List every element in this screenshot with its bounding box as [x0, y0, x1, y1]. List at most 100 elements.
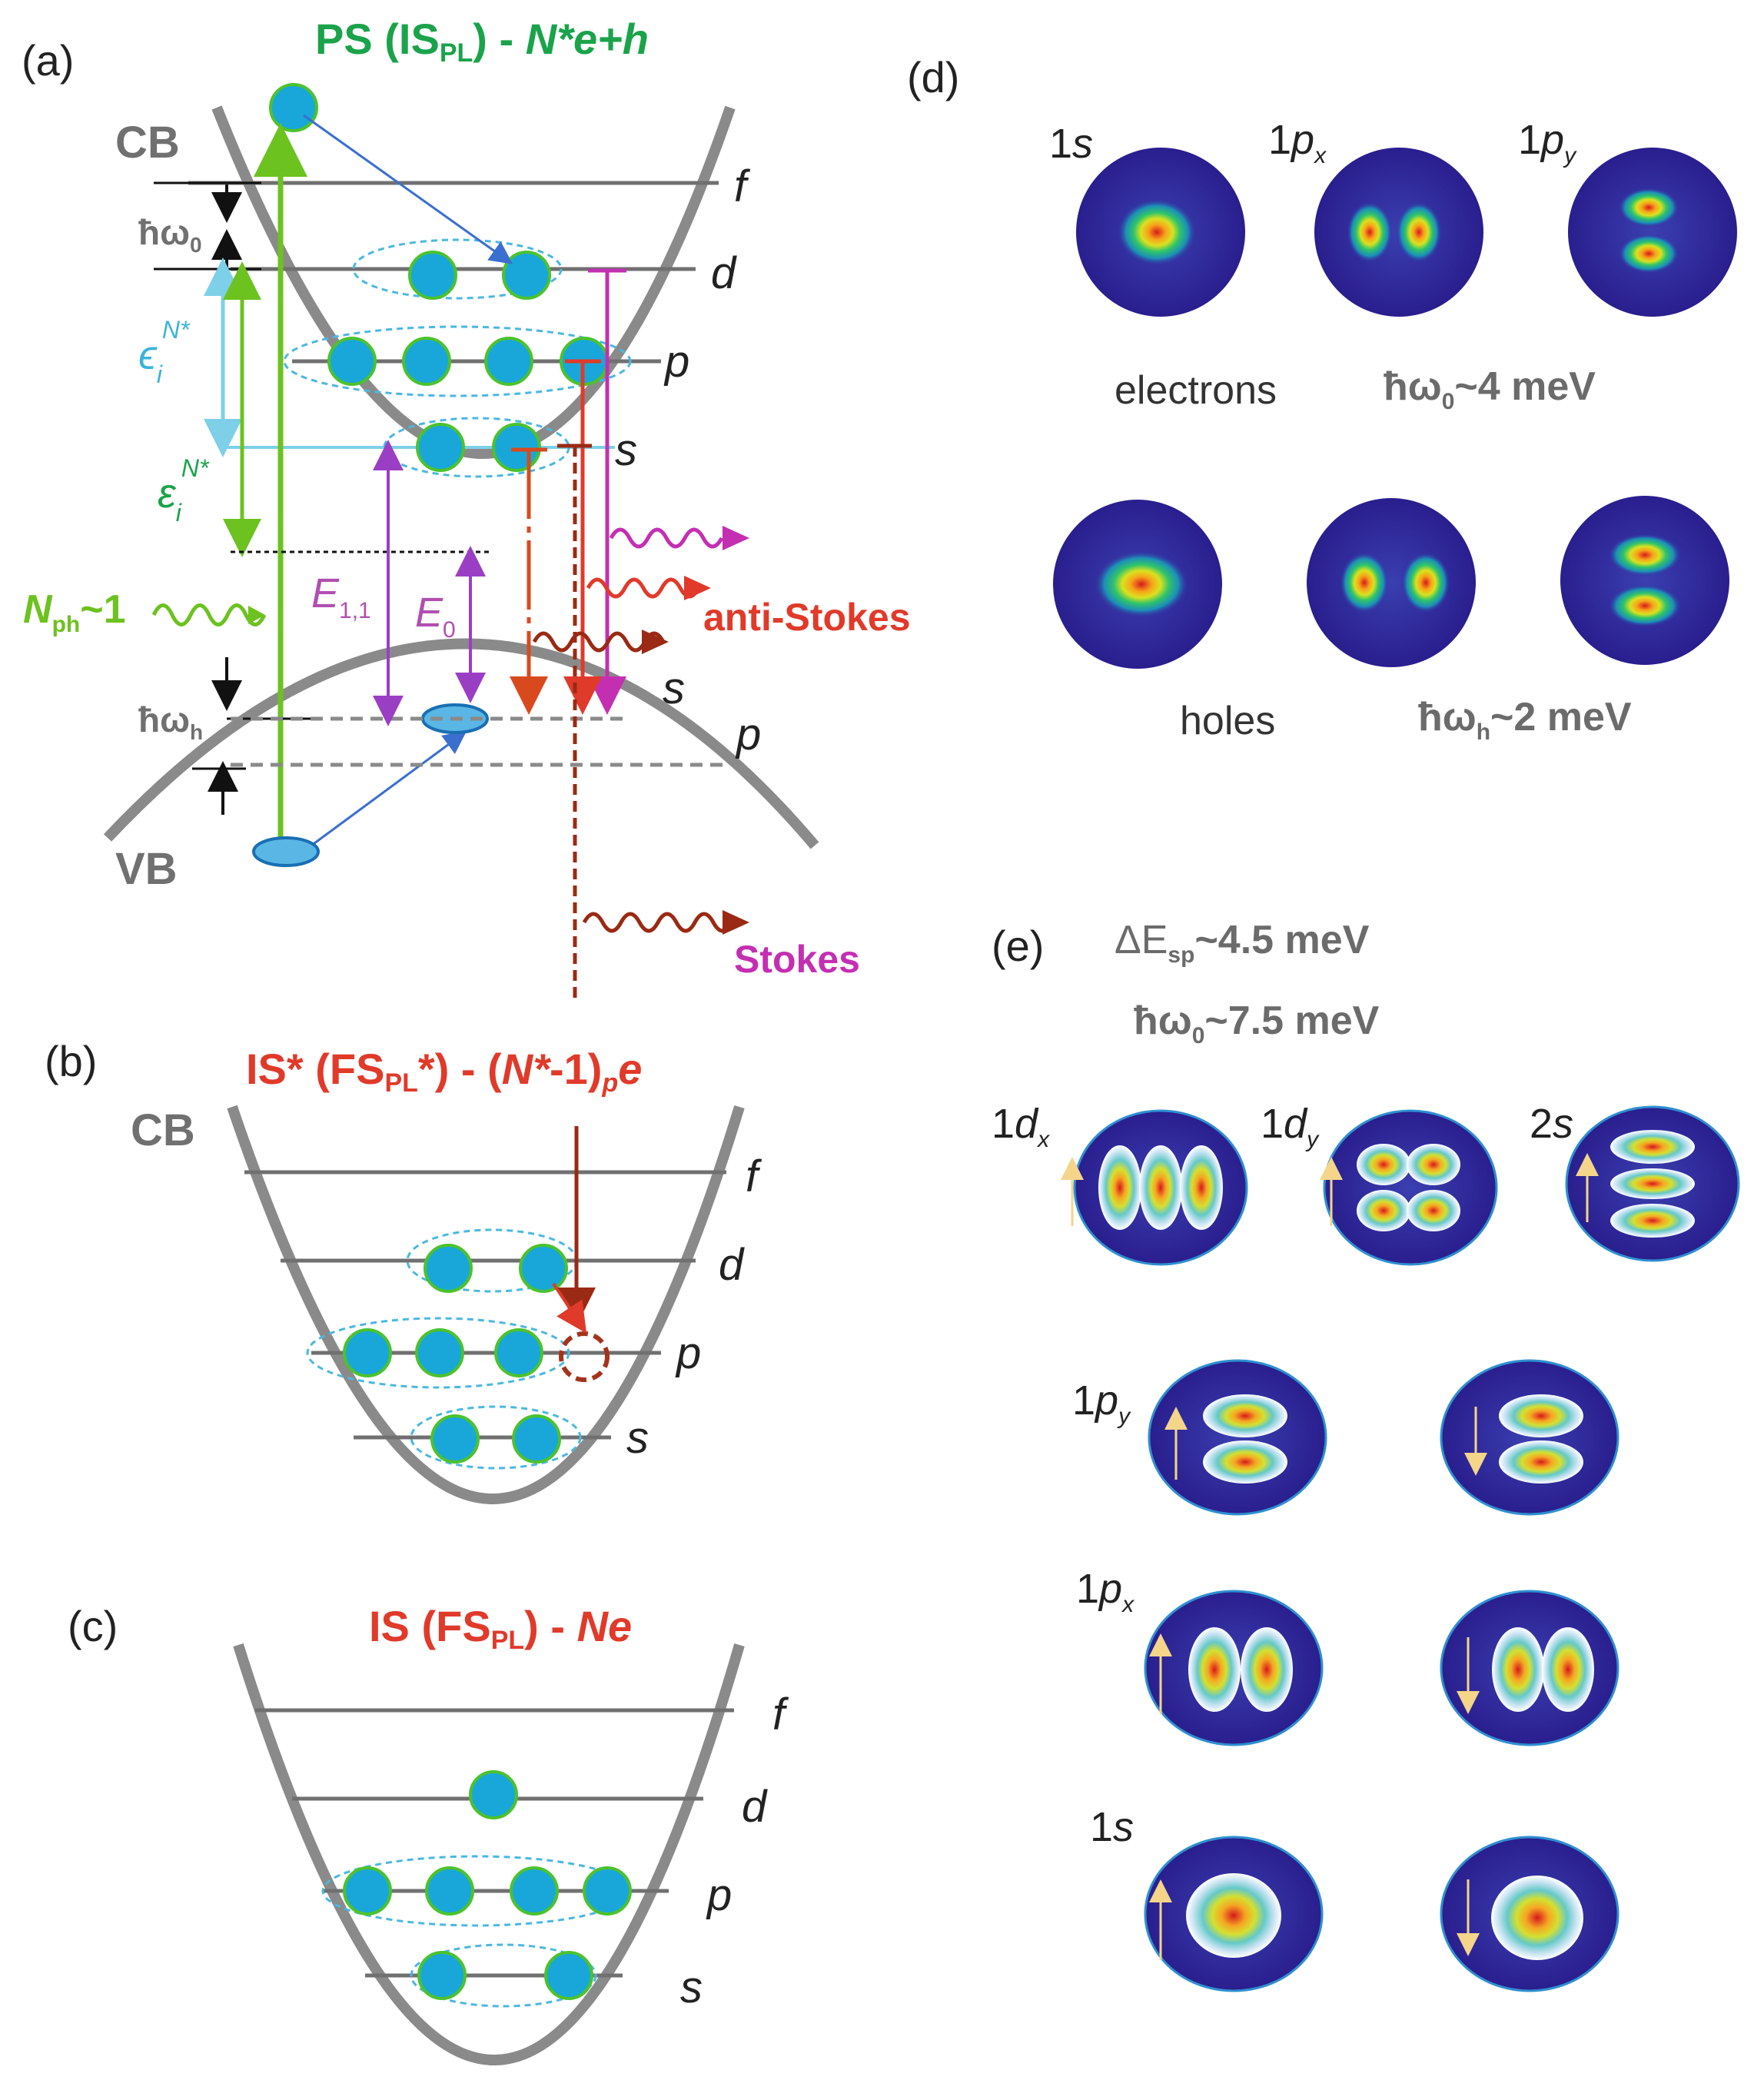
electron [484, 337, 533, 386]
orbital-label-1s: 1s [1049, 121, 1093, 167]
electron [417, 1951, 467, 2000]
panel-a-label: (a) [22, 36, 74, 85]
panel-d: (d) 1s 1px 1py electrons ħω0~4 meV [907, 53, 1737, 745]
relax-arrow-hole [311, 731, 467, 847]
vb-level-s-label: s [663, 663, 685, 713]
electron [510, 1866, 559, 1916]
cb-parabola [211, 105, 736, 459]
cb-label: CB [115, 118, 180, 168]
electrons-b [343, 1244, 568, 1464]
panel-d-label: (d) [907, 53, 959, 101]
orbital-1dy [1320, 1109, 1498, 1266]
hwh-label: ħωh [138, 699, 203, 744]
electrons-c [343, 1770, 632, 2000]
hw0-d-label: ħω0~4 meV [1384, 364, 1596, 414]
E11-label: E1,1 [311, 570, 371, 623]
panel-a-title: PS (ISPL) - N*e+h [315, 15, 649, 68]
electron [327, 337, 377, 386]
orbital-label-1s-e: 1s [1090, 1804, 1134, 1850]
electron [492, 423, 541, 472]
vacancy-hole [559, 1331, 610, 1382]
electron [343, 1866, 392, 1916]
E0-label: E0 [415, 590, 456, 643]
electron [416, 423, 465, 472]
level-f-b-label: f [746, 1151, 762, 1201]
photon-wave-in [151, 603, 267, 626]
electron [425, 1866, 474, 1916]
vb-level-p-label: p [735, 709, 761, 759]
cb-label-b: CB [131, 1105, 195, 1155]
photon-stokes [582, 912, 734, 933]
panel-e: (e) ΔEsp~4.5 meV ħω0~7.5 meV 1dx 1dy 2s [992, 918, 1740, 1992]
relax-arrow-electron [303, 114, 513, 264]
orbital-1dx [1061, 1109, 1248, 1266]
orbital-label-1py: 1py [1518, 117, 1577, 168]
level-p-c-label: p [706, 1870, 732, 1920]
excited-electron [269, 83, 318, 132]
panel-b-label: (b) [45, 1037, 97, 1085]
shell-p-b [306, 1317, 570, 1389]
photon-wave-head [248, 606, 265, 624]
orbital-h-1px [1307, 498, 1476, 667]
dEsp-label: ΔEsp~4.5 meV [1115, 918, 1370, 968]
level-p-b-label: p [675, 1328, 701, 1378]
electrons-a [269, 83, 609, 472]
orbital-1py-up [1148, 1359, 1327, 1516]
orbital-h-1s [1053, 500, 1222, 669]
level-d-c-label: d [742, 1782, 768, 1832]
vb-label: VB [115, 844, 178, 894]
nph-label: Nph~1 [23, 587, 126, 637]
hw0-label: ħω0 [138, 212, 202, 257]
shell-p [283, 325, 632, 397]
electron [424, 1244, 473, 1293]
panel-c: (c) IS (FSPL) - Ne f d p s [68, 1602, 789, 2065]
panel-b-title: IS* (FSPL*) - (N*-1)pe [246, 1045, 642, 1098]
orbital-e-1py [1568, 148, 1737, 317]
orbital-1py-down [1440, 1359, 1619, 1516]
electron [512, 1414, 561, 1464]
orbital-label-1dy: 1dy [1261, 1101, 1320, 1152]
electron [502, 251, 551, 300]
level-s-c-label: s [680, 1962, 703, 2012]
electron [544, 1951, 593, 2000]
panel-a: (a) PS (ISPL) - N*e+h CB VB f d p s [22, 15, 911, 999]
electron [494, 1328, 543, 1377]
panel-c-title: IS (FSPL) - Ne [369, 1602, 632, 1655]
relax-arrow-b2 [552, 1282, 587, 1334]
electron [343, 1328, 392, 1377]
orbital-label-1px: 1px [1268, 117, 1327, 168]
level-s-b-label: s [626, 1413, 649, 1463]
photon-red [586, 577, 701, 599]
Eps-label: εiN* [158, 454, 210, 527]
hw0-e-label: ħω0~7.5 meV [1134, 998, 1380, 1048]
level-s-label: s [615, 425, 637, 475]
orbital-e-1px [1314, 148, 1483, 317]
photon-magenta-head [723, 526, 749, 550]
level-d-b-label: d [719, 1240, 745, 1290]
electrons-label: electrons [1115, 368, 1277, 413]
orbital-1px-down [1440, 1590, 1619, 1746]
orbital-label-2s: 2s [1530, 1101, 1573, 1147]
vb-arc [103, 638, 819, 849]
panel-c-label: (c) [68, 1602, 118, 1650]
anti-stokes-label: anti-Stokes [703, 596, 911, 639]
panel-e-label: (e) [992, 922, 1044, 970]
panel-b: (b) IS* (FSPL*) - (N*-1)pe CB f d p s [45, 1037, 762, 1504]
electron [415, 1328, 464, 1377]
shell-s-b [410, 1405, 582, 1470]
photon-orange-head [642, 630, 669, 654]
shell-d [352, 238, 563, 300]
level-d-label: d [711, 248, 737, 298]
photon-stokes-head [723, 910, 749, 935]
orbital-2s [1565, 1105, 1740, 1262]
electron [408, 251, 457, 300]
electron [469, 1770, 518, 1819]
orbital-1s-up [1144, 1836, 1324, 1992]
level-f-label: f [734, 161, 751, 211]
hole-vb [252, 836, 320, 867]
orbital-label-1py-e: 1py [1072, 1377, 1131, 1429]
holes-label: holes [1180, 699, 1275, 743]
electron [583, 1866, 632, 1916]
level-f-c-label: f [772, 1690, 789, 1739]
